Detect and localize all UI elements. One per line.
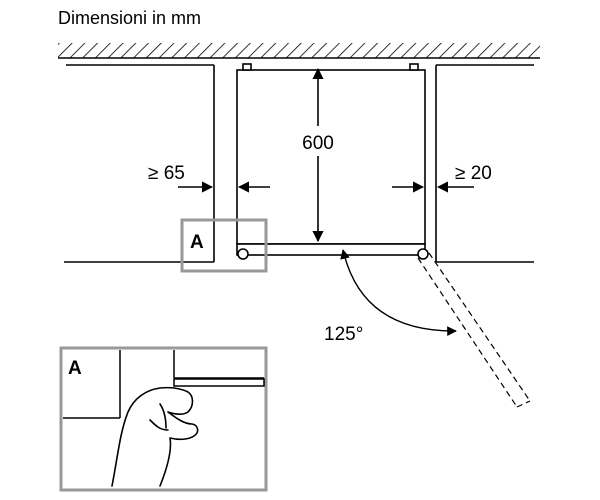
right-clearance-label: ≥ 20 (455, 163, 492, 184)
right-clearance-dimension: ≥ 20 (392, 163, 492, 193)
depth-dimension: 600 (294, 67, 342, 243)
detail-callout-a: A (180, 218, 268, 273)
left-clearance-label: ≥ 65 (148, 163, 185, 184)
door-angle-indicator: 125° (324, 249, 457, 345)
detail-inset: A (59, 346, 268, 492)
left-cabinet (64, 64, 215, 263)
depth-label: 600 (302, 133, 334, 154)
hand-illustration (111, 386, 199, 487)
diagram-title: Dimensioni in mm (58, 8, 201, 28)
open-door-outline (417, 252, 531, 408)
ceiling (58, 43, 540, 59)
left-clearance-dimension: ≥ 65 (148, 163, 270, 193)
detail-callout-label: A (190, 232, 204, 253)
detail-inset-label: A (68, 358, 82, 379)
door-angle-label: 125° (324, 324, 363, 345)
